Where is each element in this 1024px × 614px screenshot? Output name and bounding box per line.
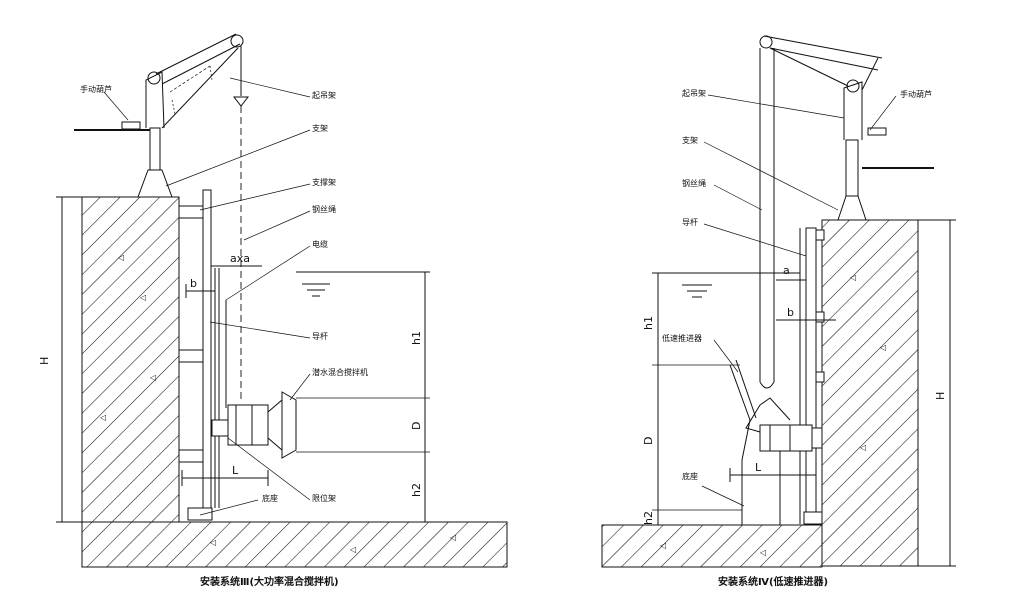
left-label-base: 底座 [262, 493, 278, 503]
right-label-propeller: 低速推进器 [662, 333, 702, 343]
left-mixer [211, 391, 297, 459]
right-dim-L: L [755, 461, 762, 474]
figure-left: ◁ ◁ ◁ ◁ ◁ ◁ ◁ [38, 33, 508, 588]
right-dim-D: D [642, 437, 655, 445]
left-guide-rod [178, 189, 220, 521]
left-dim-b: b [190, 277, 197, 290]
figure-right: ◁ ◁ ◁ ◁ ◁ [601, 35, 956, 588]
left-dimensions: H h1 D h2 axa b L [38, 196, 426, 523]
left-label-mixer: 潜水混合搅拌机 [312, 367, 368, 377]
left-label-bracket: 支架 [312, 123, 328, 133]
right-dim-h1: h1 [642, 316, 655, 330]
right-propeller [729, 359, 823, 525]
left-dim-D: D [410, 422, 423, 430]
right-crane [759, 35, 934, 389]
right-label-hoist: 手动葫芦 [900, 89, 932, 99]
left-water-level [296, 271, 430, 297]
left-dim-axa: axa [230, 252, 250, 265]
svg-text:◁: ◁ [209, 538, 216, 547]
svg-text:◁: ◁ [659, 541, 666, 550]
left-labels: 手动葫芦 起吊架 支架 支撑架 钢丝绳 电缆 导杆 潜水混合搅拌机 限位架 底座 [80, 77, 368, 516]
right-dim-b: b [787, 306, 794, 319]
left-label-support: 支撑架 [312, 177, 336, 187]
svg-text:◁: ◁ [759, 548, 766, 557]
right-dim-H: H [934, 392, 947, 400]
svg-text:◁: ◁ [99, 413, 106, 422]
left-label-crane: 起吊架 [312, 91, 336, 100]
right-caption: 安装系统Ⅳ(低速推进器) [718, 575, 828, 588]
right-label-crane: 起吊架 [682, 89, 706, 98]
left-label-guide-frame: 限位架 [312, 493, 336, 503]
left-concrete-wall: ◁ ◁ ◁ ◁ [81, 196, 180, 523]
svg-text:◁: ◁ [149, 373, 156, 382]
svg-text:◁: ◁ [859, 443, 866, 452]
svg-text:◁: ◁ [117, 253, 124, 262]
left-label-cable: 钢丝绳 [312, 204, 336, 214]
svg-text:◁: ◁ [879, 343, 886, 352]
left-floor: ◁ ◁ ◁ [81, 521, 508, 568]
left-dim-h2: h2 [410, 483, 423, 497]
right-label-base: 底座 [682, 471, 698, 481]
svg-text:◁: ◁ [349, 545, 356, 554]
svg-text:◁: ◁ [449, 533, 456, 542]
right-floor: ◁ ◁ [601, 524, 823, 568]
svg-text:◁: ◁ [849, 273, 856, 282]
right-dim-a: a [783, 264, 790, 277]
left-dim-h1: h1 [410, 331, 423, 345]
left-label-power-cable: 电缆 [312, 239, 328, 249]
left-label-hoist: 手动葫芦 [80, 84, 112, 94]
right-water-level [652, 272, 800, 298]
left-crane [74, 33, 250, 198]
right-label-guide-rod: 导杆 [682, 217, 698, 227]
left-dim-H: H [38, 357, 51, 365]
right-label-cable: 钢丝绳 [682, 178, 706, 188]
right-labels: 起吊架 手动葫芦 支架 钢丝绳 导杆 低速推进器 底座 [662, 89, 932, 507]
left-caption: 安装系统Ⅲ(大功率混合搅拌机) [200, 575, 339, 588]
right-dim-h2: h2 [642, 511, 655, 525]
right-guide-rod [799, 227, 825, 525]
svg-text:◁: ◁ [139, 293, 146, 302]
right-concrete-wall: ◁ ◁ ◁ [821, 219, 919, 567]
right-dimensions: H h1 D h2 a b L [642, 219, 956, 567]
left-dim-L: L [232, 464, 239, 477]
left-label-guide-rod: 导杆 [312, 331, 328, 341]
right-label-bracket: 支架 [682, 135, 698, 145]
